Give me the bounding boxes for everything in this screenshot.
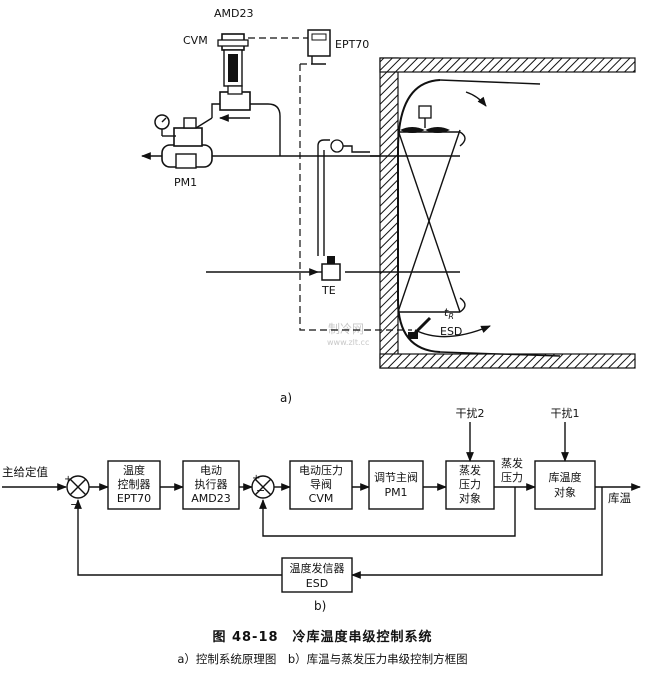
- schematic-diagram: ESD tR 制冷网 www.zlt.cc PM1: [141, 7, 636, 405]
- cold-room-line1: 库温度: [549, 470, 582, 484]
- disturbance-2-label: 干扰2: [456, 406, 485, 420]
- amd23-label: AMD23: [214, 7, 253, 20]
- outer-feedback-return: [74, 499, 282, 576]
- evap-pressure-line3: 对象: [459, 491, 481, 505]
- evap-pressure-signal-line1: 蒸发: [501, 456, 523, 470]
- main-valve-line1: 调节主阀: [374, 470, 418, 484]
- block-cold-room: [534, 460, 596, 510]
- sensor-line1: 温度发信器: [290, 561, 345, 575]
- watermark-text: 制冷网: [328, 322, 364, 336]
- disturbance-1-label: 干扰1: [551, 406, 580, 420]
- te-label: TE: [321, 284, 336, 297]
- air-return-arrow: [414, 325, 491, 338]
- evap-pressure-line2: 压力: [459, 478, 481, 491]
- sum1-plus: +: [64, 474, 72, 485]
- watermark-url: www.zlt.cc: [327, 338, 369, 347]
- pm1-label: PM1: [174, 176, 197, 189]
- signal-line-esd-ept70: [299, 64, 412, 331]
- temp-controller-line3: EPT70: [117, 492, 151, 505]
- pilot-valve-line3: CVM: [309, 492, 334, 505]
- main-valve-line2: PM1: [384, 486, 407, 499]
- sum2-plus: +: [252, 473, 260, 484]
- ept70-controller-icon: [307, 29, 331, 65]
- pm1-main-valve-icon: [161, 112, 213, 169]
- inner-feedback-loop: [259, 487, 516, 537]
- block-main-valve: [368, 460, 424, 510]
- block-actuator: [182, 460, 240, 510]
- sum2-minus: −: [256, 484, 265, 497]
- output-label: 库温: [608, 491, 631, 505]
- subfigure-b-label: b): [314, 599, 326, 613]
- sensing-bulb-icon: [330, 139, 344, 153]
- figure-title: 图 48-18 冷库温度串级控制系统: [212, 630, 433, 645]
- cold-room-wall: [379, 57, 636, 369]
- temp-controller-line1: 温度: [123, 463, 145, 477]
- block-pilot-valve: [289, 460, 353, 510]
- te-expansion-valve-icon: [318, 256, 341, 281]
- esd-sensor-icon: [408, 316, 432, 339]
- setpoint-label: 主给定值: [2, 465, 48, 479]
- pressure-gauge-icon: [154, 114, 176, 137]
- fan-blade-icon: [400, 127, 450, 133]
- cvm-label: CVM: [183, 34, 208, 47]
- esd-label: ESD: [440, 325, 462, 338]
- block-diagram: 主给定值 + − 温度 控制器 EPT70 电动 执行器 AMD23 + −: [2, 406, 641, 613]
- temp-controller-line2: 控制器: [118, 477, 151, 491]
- figure-caption: a）控制系统原理图 b）库温与蒸发压力串级控制方框图: [177, 652, 468, 666]
- ept70-label: EPT70: [335, 38, 369, 51]
- pilot-valve-line2: 导阀: [310, 477, 332, 491]
- outer-feedback-line: [351, 487, 603, 579]
- ir-label: tR: [444, 306, 454, 321]
- subfigure-a-label: a): [280, 391, 292, 405]
- evap-pressure-signal-line2: 压力: [501, 471, 523, 484]
- airflow-arrow: [465, 91, 487, 107]
- actuator-line2: 执行器: [195, 477, 228, 491]
- actuator-line1: 电动: [200, 464, 222, 477]
- amd23-actuator-icon: [217, 33, 249, 87]
- block-evap-pressure: [445, 460, 495, 510]
- block-temp-controller: [107, 460, 161, 510]
- sensor-line2: ESD: [306, 577, 328, 590]
- actuator-line3: AMD23: [191, 492, 230, 505]
- pilot-valve-line1: 电动压力: [299, 464, 343, 477]
- cold-room-line2: 对象: [554, 485, 576, 499]
- block-sensor: [281, 557, 353, 593]
- cvm-pilot-valve-icon: [219, 85, 251, 111]
- fan-motor-icon: [418, 105, 432, 119]
- evaporator-unit: [345, 79, 561, 357]
- evap-pressure-line1: 蒸发: [459, 463, 481, 477]
